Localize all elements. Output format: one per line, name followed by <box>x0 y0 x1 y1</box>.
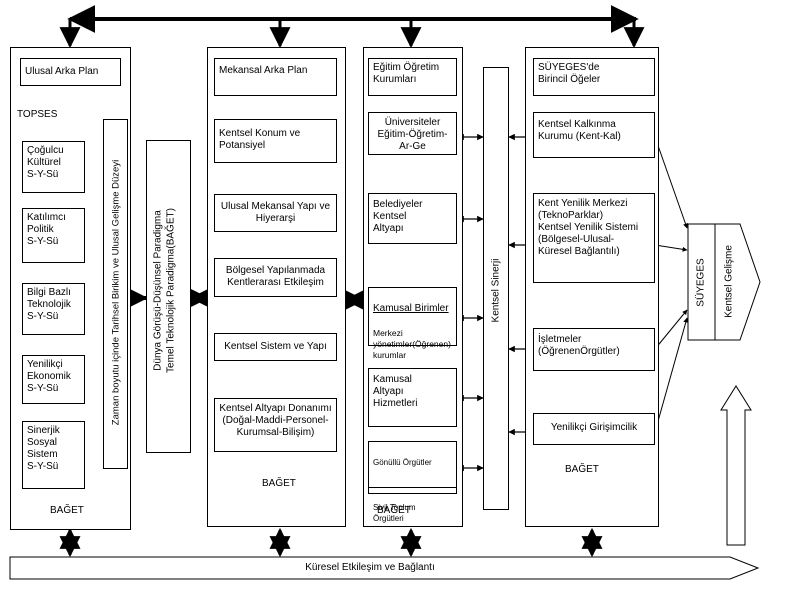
item-innovative-economic: Yenilikçi Ekonomik S-Y-Sü <box>22 355 85 404</box>
title-box-national: Ulusal Arka Plan <box>20 58 121 86</box>
panel3-footer: BAĞET <box>377 505 411 516</box>
global-bar-shape <box>9 556 760 580</box>
outcome-label-suyeges: SÜYEGES <box>695 258 707 307</box>
topses-label: TOPSES <box>17 109 58 120</box>
historical-accumulation-label: Zaman boyutu içinde Tarihsel Birikim ve … <box>110 159 122 426</box>
item-public-infrastructure: Kamusal Altyapı Hizmetleri <box>368 368 457 427</box>
item-participatory-political: Katılımcı Politik S-Y-Sü <box>22 208 85 263</box>
item-public-units: Kamusal Birimler Merkezi yönetimler(Öğre… <box>368 287 457 360</box>
civil-society-text: Sivil Toplum Örgütleri <box>373 503 416 523</box>
central-governments-text: Merkezi yönetimler(Öğrenen) kurumlar <box>373 328 451 360</box>
historical-accumulation-box <box>103 119 128 469</box>
upward-arrow-shape <box>720 385 752 546</box>
urban-synergy-box <box>483 67 509 510</box>
item-urban-location: Kentsel Konum ve Potansiyel <box>214 119 337 163</box>
paradigm-label-1: Dünya Görüşü-Düşünsel Paradigma <box>152 210 164 371</box>
title-box-education: Eğitim Öğretim Kurumları <box>368 58 457 96</box>
item-innovative-entrepreneurship: Yenilikçi Girişimcilik <box>533 413 655 445</box>
title-box-spatial: Mekansal Arka Plan <box>214 58 337 96</box>
item-pluralist-cultural: Çoğulcu Kültürel S-Y-Sü <box>22 141 85 193</box>
item-urban-system: Kentsel Sistem ve Yapı <box>214 333 337 361</box>
global-interaction-label: Küresel Etkileşim ve Bağlantı <box>305 562 435 573</box>
title-box-primary: SÜYEGES'de Birincil Öğeler <box>533 58 655 96</box>
item-enterprises: İşletmeler (ÖğrenenÖrgütler) <box>533 328 655 371</box>
volunteer-organizations-text: Gönüllü Örgütler <box>373 458 432 467</box>
item-urban-infrastructure: Kentsel Altyapı Donanımı (Doğal-Maddi-Pe… <box>214 398 337 452</box>
panel2-footer: BAĞET <box>262 478 296 489</box>
panel4-footer: BAĞET <box>565 464 599 475</box>
item-synergic-social: Sinerjik Sosyal Sistem S-Y-Sü <box>22 421 85 489</box>
paradigm-label-2: Temel Teknolojik Paradigma(BAĞET) <box>165 208 177 373</box>
item-innovation-center: Kent Yenilik Merkezi (TeknoParklar) Kent… <box>533 193 655 283</box>
item-municipalities: Belediyeler Kentsel Altyapı <box>368 193 457 244</box>
item-ngos: Gönüllü Örgütler Sivil Toplum Örgütleri <box>368 441 457 523</box>
paradigm-box <box>146 140 191 453</box>
item-knowledge-technological: Bilgi Bazlı Teknolojik S-Y-Sü <box>22 283 85 335</box>
item-regional-interaction: Bölgesel Yapılanmada Kentlerarası Etkile… <box>214 258 337 297</box>
item-national-spatial: Ulusal Mekansal Yapı ve Hiyerarşi <box>214 194 337 232</box>
panel1-footer: BAĞET <box>50 505 84 516</box>
item-universities: Üniversiteler Eğitim-Öğretim- Ar-Ge <box>368 112 457 155</box>
item-development-agency: Kentsel Kalkınma Kurumu (Kent-Kal) <box>533 112 655 158</box>
outcome-shape <box>687 223 761 341</box>
urban-synergy-label: Kentsel Sinerji <box>490 258 502 323</box>
public-units-title: Kamusal Birimler <box>373 303 449 314</box>
outcome-label-urban-development: Kentsel Gelişme <box>723 245 735 318</box>
